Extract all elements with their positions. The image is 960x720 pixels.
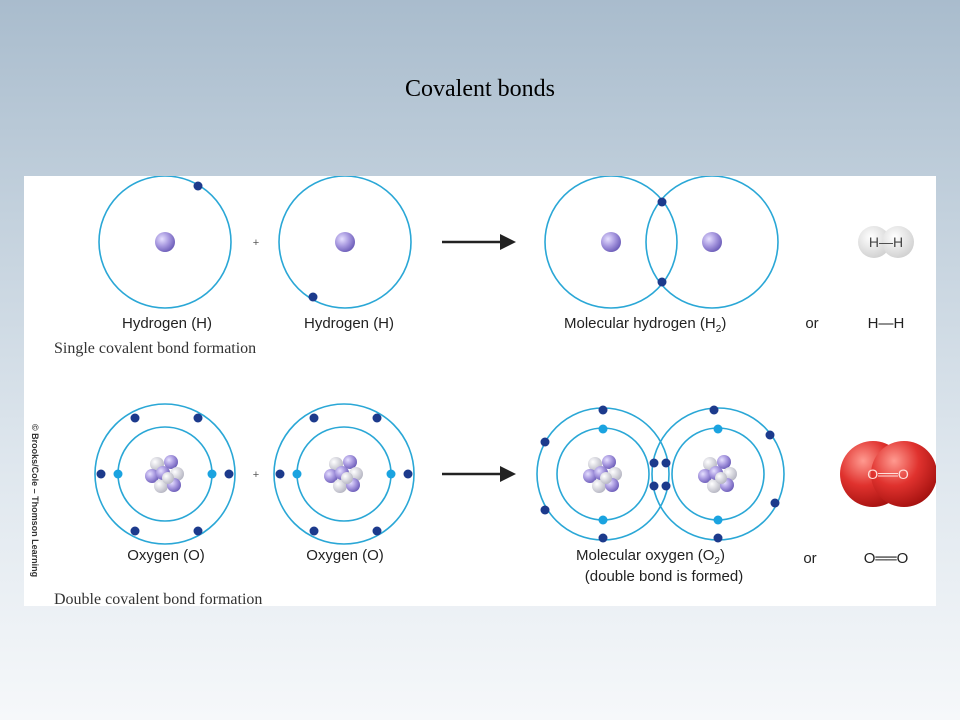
shared-electron bbox=[649, 481, 659, 491]
reaction-arrow bbox=[442, 466, 516, 482]
reaction-arrow bbox=[442, 234, 516, 250]
nucleus bbox=[155, 232, 175, 252]
shared-electron bbox=[661, 458, 671, 468]
shared-electron bbox=[661, 481, 671, 491]
molecular-hydrogen bbox=[544, 176, 779, 309]
covalent-bond-figure: + H—H Hydrogen (H) Hydrogen (H) Molecula… bbox=[24, 176, 936, 606]
shared-electron bbox=[649, 458, 659, 468]
hydrogen-formula: H—H bbox=[868, 315, 905, 332]
plus-sign: + bbox=[253, 469, 259, 481]
double-bond-caption: Double covalent bond formation bbox=[54, 591, 262, 606]
copyright-credit: © Brooks/Cole – Thomson Learning bbox=[30, 424, 40, 577]
oxygen-atom-right bbox=[273, 403, 415, 545]
oxygen-atom-left bbox=[94, 403, 236, 545]
single-bond-caption: Single covalent bond formation bbox=[54, 340, 256, 357]
electron bbox=[308, 292, 318, 302]
hydrogen-atom-right bbox=[278, 176, 412, 309]
nucleus bbox=[335, 232, 355, 252]
hydrogen-left-label: Hydrogen (H) bbox=[122, 315, 212, 332]
oxygen-left-label: Oxygen (O) bbox=[127, 547, 205, 564]
hydrogen-atom-left bbox=[98, 176, 232, 309]
shared-electron bbox=[657, 197, 667, 207]
molecular-hydrogen-label: Molecular hydrogen (H2) bbox=[564, 315, 726, 335]
slide-title: Covalent bonds bbox=[405, 76, 555, 102]
or-label: or bbox=[805, 315, 818, 332]
electron bbox=[193, 181, 203, 191]
plus-sign: + bbox=[253, 237, 259, 249]
shared-electron bbox=[657, 277, 667, 287]
double-bond-note: (double bond is formed) bbox=[585, 568, 743, 585]
oxygen-space-filling-model: O══O bbox=[840, 441, 936, 507]
or-label: or bbox=[803, 550, 816, 567]
oxygen-right-label: Oxygen (O) bbox=[306, 547, 384, 564]
oxygen-formula: O══O bbox=[864, 550, 909, 567]
hydrogen-right-label: Hydrogen (H) bbox=[304, 315, 394, 332]
hydrogen-space-filling-model: H—H bbox=[858, 226, 914, 258]
svg-text:O══O: O══O bbox=[867, 466, 909, 482]
molecular-oxygen-label: Molecular oxygen (O2) bbox=[576, 547, 725, 567]
svg-text:H—H: H—H bbox=[869, 234, 903, 250]
molecular-oxygen bbox=[536, 405, 785, 543]
